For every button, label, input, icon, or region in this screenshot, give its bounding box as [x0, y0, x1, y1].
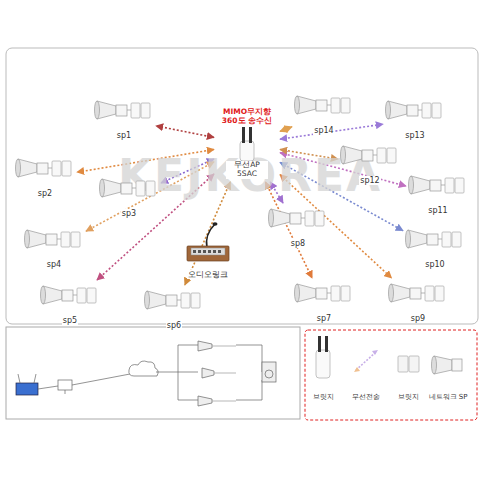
speaker-node: sp12	[340, 142, 400, 187]
speaker-label: sp11	[427, 206, 448, 215]
speaker-label: sp1	[116, 131, 132, 140]
legend-label: 네트워크 SP	[425, 392, 471, 402]
wireless-link	[156, 126, 214, 138]
speaker-node: sp1	[94, 97, 154, 142]
console-label: 오디오링크	[187, 270, 229, 279]
audio-console-node: 오디오링크	[176, 222, 240, 281]
legend-label: 브릿지	[385, 392, 431, 402]
ap-label: 무선AP 5SAC	[226, 161, 268, 178]
speaker-label: sp14	[313, 126, 334, 135]
wireless-ap-node: MIMO무지향 360도 송수신무선AP 5SAC	[216, 108, 278, 180]
wireless-link	[280, 127, 292, 132]
speaker-node: sp10	[405, 226, 465, 271]
speaker-node: sp14	[294, 92, 354, 137]
antenna-heading: MIMO무지향 360도 송수신	[219, 108, 275, 125]
speaker-label: sp2	[37, 189, 53, 198]
speaker-node: sp8	[268, 205, 328, 250]
speaker-node: sp5	[40, 282, 100, 327]
speaker-label: sp3	[121, 209, 137, 218]
speaker-label: sp10	[424, 260, 445, 269]
speaker-label: sp6	[166, 321, 182, 330]
speaker-label: sp4	[46, 260, 62, 269]
speaker-label: sp7	[316, 314, 332, 323]
legend-label: 무선전송	[343, 392, 389, 402]
speaker-node: sp6	[144, 287, 204, 332]
speaker-node: sp2	[15, 155, 75, 200]
speaker-label: sp12	[359, 176, 380, 185]
wireless-link	[280, 124, 383, 139]
speaker-node: sp11	[408, 172, 468, 217]
speaker-node: sp4	[24, 226, 84, 271]
speaker-node: sp3	[99, 175, 159, 220]
speaker-node: sp7	[294, 280, 354, 325]
speaker-node: sp13	[385, 97, 445, 142]
speaker-label: sp9	[410, 314, 426, 323]
speaker-label: sp8	[290, 239, 306, 248]
speaker-label: sp5	[62, 316, 78, 325]
speaker-label: sp13	[404, 131, 425, 140]
legend-label: 브릿지	[300, 392, 346, 402]
speaker-node: sp9	[388, 280, 448, 325]
